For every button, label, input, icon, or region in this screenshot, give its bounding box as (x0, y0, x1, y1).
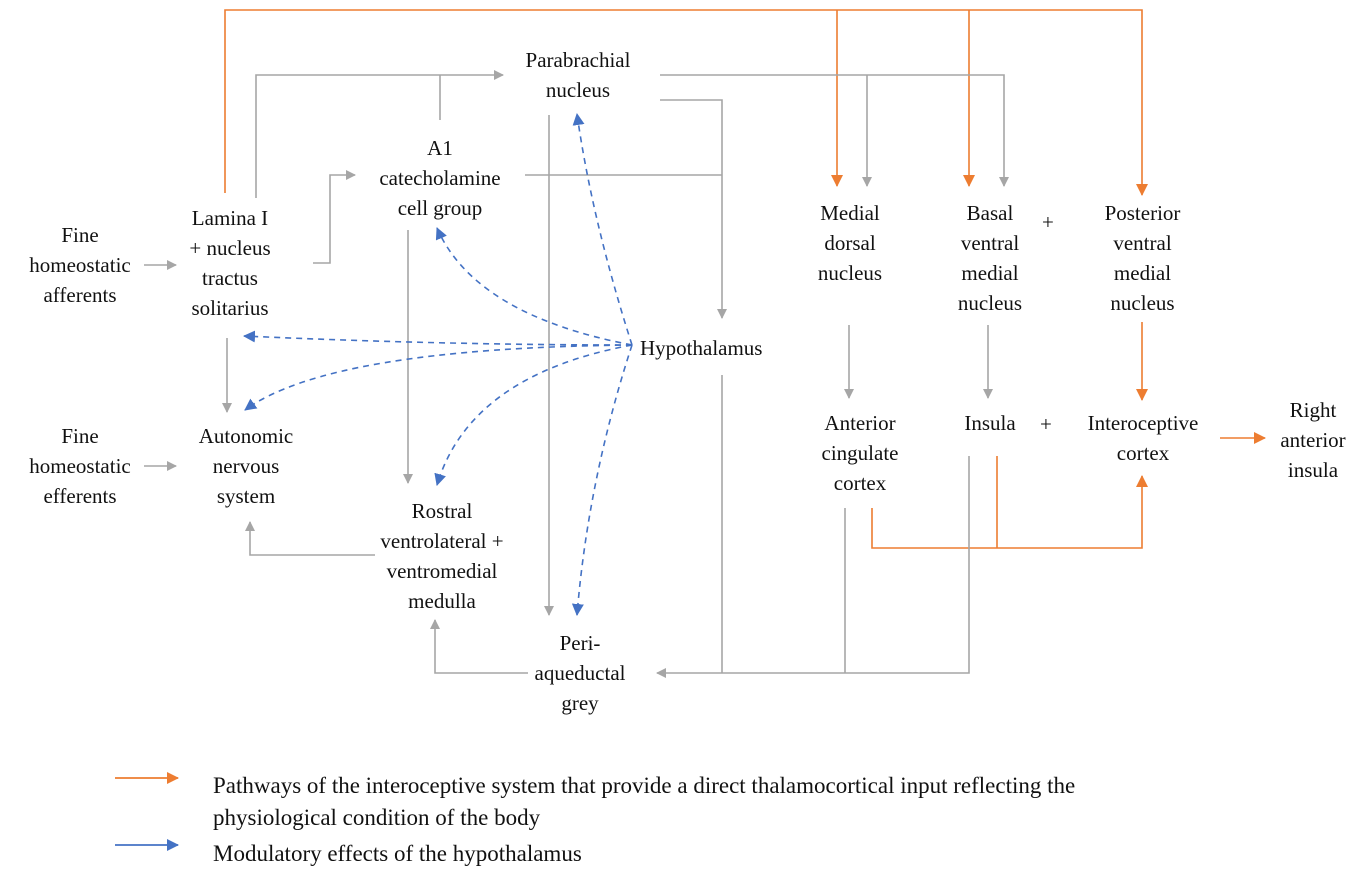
node-posterior-ventral-medial-nucleus: Posterior ventral medial nucleus (1104, 201, 1181, 315)
gray-rostral-to-autonomic (245, 521, 375, 556)
gray-parabrachial-to-hypothalamus (660, 99, 727, 319)
node-right-anterior-insula: Right anterior insula (1280, 398, 1346, 482)
orange-lamina-to-top-bus (224, 9, 1148, 196)
node-fine-homeostatic-afferents: Fine homeostatic afferents (29, 223, 131, 307)
node-periaqueductal-grey: Peri- aqueductal grey (534, 631, 626, 715)
node-basal-ventral-medial-nucleus: Basal ventral medial nucleus (957, 201, 1023, 315)
gray-pag-to-rostral (430, 619, 528, 674)
legend-orange-label-line1: Pathways of the interoceptive system tha… (213, 773, 1076, 798)
node-a1-catecholamine-cell-group: A1 catecholamine cell group (379, 136, 501, 220)
node-lamina-i-nucleus-tractus-solitarius: Lamina I + nucleus tractus solitarius (189, 206, 271, 320)
node-parabrachial-nucleus: Parabrachial nucleus (525, 48, 631, 102)
blue-to-parabrachial (572, 113, 633, 346)
legend-orange-label-line2: physiological condition of the body (213, 805, 541, 830)
gray-parabrachial-to-thalamus (660, 74, 1009, 187)
node-interoceptive-cortex: Interoceptive cortex (1087, 411, 1199, 465)
blue-to-lamina (243, 330, 633, 346)
node-insula: Insula (964, 411, 1016, 435)
node-medial-dorsal-nucleus: Medial dorsal nucleus (817, 201, 883, 285)
blue-to-pag (571, 344, 633, 616)
plus-sign-cortex: + (1040, 412, 1052, 436)
blue-to-autonomic (244, 344, 633, 411)
gray-lamina-to-a1 (313, 170, 356, 264)
node-fine-homeostatic-efferents: Fine homeostatic efferents (29, 424, 131, 508)
gray-lamina-to-parabrachial (255, 70, 504, 198)
node-rostral-ventrolateral-ventromedial-medulla: Rostral ventrolateral + ventromedial med… (380, 499, 504, 613)
node-autonomic-nervous-system: Autonomic nervous system (198, 424, 294, 508)
node-hypothalamus: Hypothalamus (640, 336, 763, 360)
blue-to-rostral (434, 344, 633, 486)
gray-bottom-bus-to-pag (656, 456, 970, 678)
blue-to-a1 (435, 227, 633, 346)
plus-sign-thalamus: + (1042, 210, 1054, 234)
gray-pathways (144, 70, 1009, 678)
blue-modulatory-effects (243, 113, 633, 616)
orange-cortex-to-interoceptive (871, 475, 1148, 549)
legend-blue-label: Modulatory effects of the hypothalamus (213, 841, 582, 866)
node-anterior-cingulate-cortex: Anterior cingulate cortex (821, 411, 899, 495)
orange-pathways (224, 9, 1266, 549)
